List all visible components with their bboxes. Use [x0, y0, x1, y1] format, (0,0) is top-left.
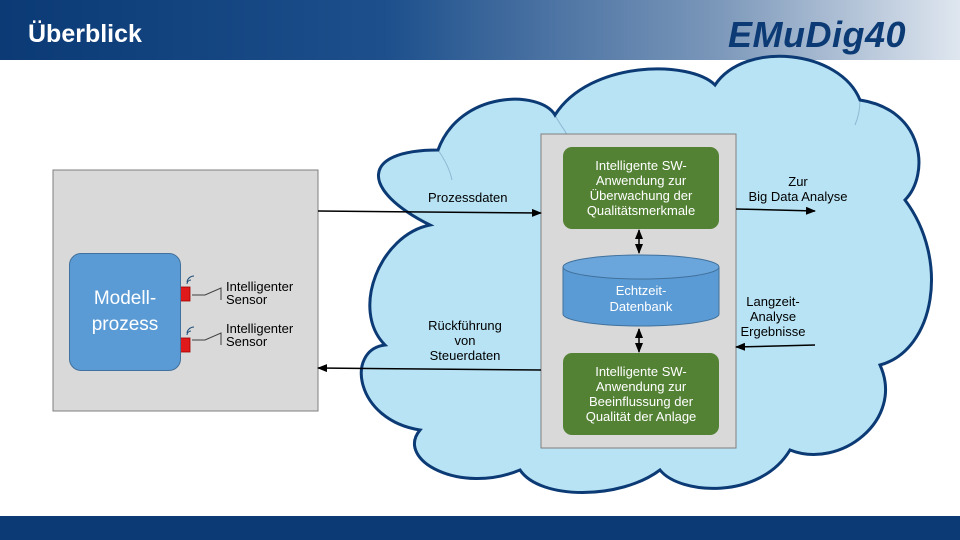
feedback-label: Rückführung von Steuerdaten [428, 318, 502, 363]
sensor-1 [178, 275, 222, 302]
long-term-label: Langzeit- Analyse Ergebnisse [740, 294, 806, 339]
database-label: Echtzeit- Datenbank [609, 283, 673, 314]
logo-text: EMuDig40 [728, 14, 907, 55]
process-data-label: Prozessdaten [428, 190, 508, 205]
slide-title: Überblick [28, 20, 142, 48]
monitoring-app-box: Intelligente SW- Anwendung zur Überwachu… [563, 147, 719, 229]
header-bar: Überblick EMuDig40 [0, 0, 960, 60]
sensor-label-1: Intelligenter Sensor [226, 279, 294, 307]
arrow-process-data [317, 208, 542, 217]
database-cylinder [562, 254, 720, 327]
model-process-label: Modell- prozess [91, 288, 159, 335]
sensor-label-2: Intelligenter Sensor [226, 321, 294, 349]
arrow-long-term [735, 342, 816, 351]
footer-bar [0, 516, 960, 540]
monitoring-app-label: Intelligente SW- Anwendung zur Überwachu… [586, 158, 696, 218]
big-data-label: Zur Big Data Analyse [748, 174, 848, 204]
control-app-label: Intelligente SW- Anwendung zur Beeinflus… [585, 364, 697, 424]
arrow-big-data [735, 206, 816, 215]
model-process: Modell- prozess [69, 253, 181, 371]
arrow-feedback [317, 364, 542, 373]
control-app-box: Intelligente SW- Anwendung zur Beeinflus… [563, 353, 719, 435]
